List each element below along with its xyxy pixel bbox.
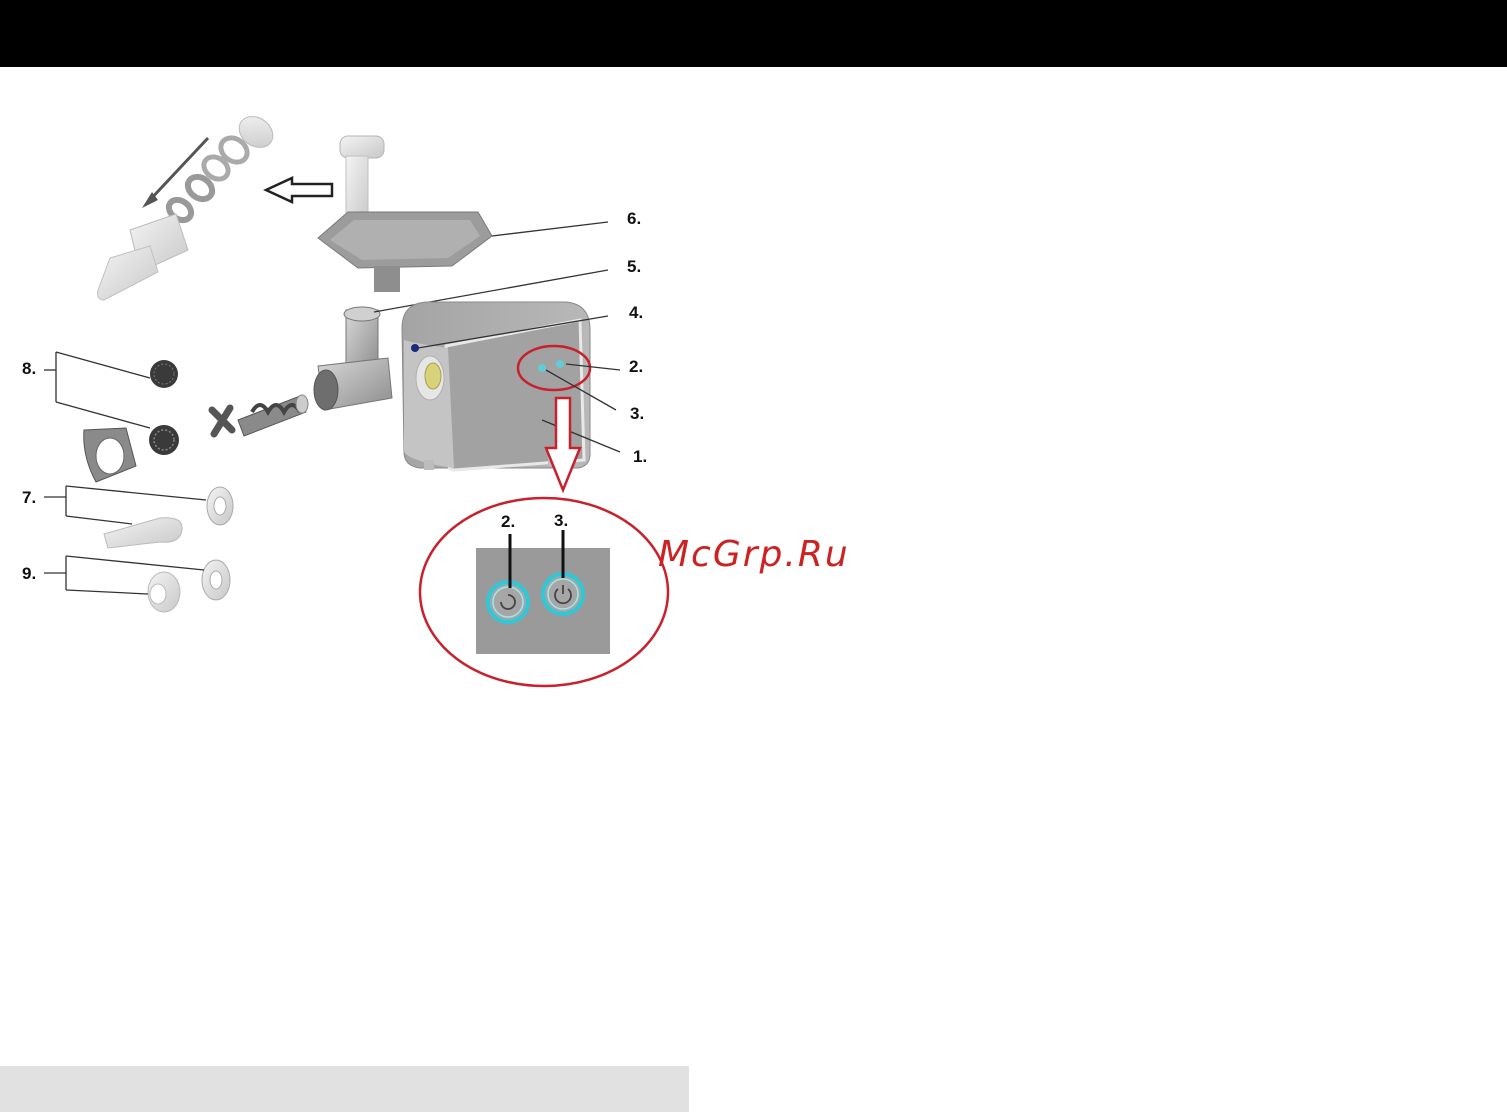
food-pusher: [340, 136, 384, 222]
callout-6: 6.: [627, 209, 641, 228]
callout-5: 5.: [627, 257, 641, 276]
reverse-button: [488, 582, 528, 622]
kebbe-rings: [44, 556, 230, 612]
header-bar: [0, 0, 1507, 67]
sausage-attachment: [44, 486, 233, 548]
zoom-callout-3: 3.: [554, 511, 568, 530]
zoom-callout-2: 2.: [501, 512, 515, 531]
power-button: [543, 574, 583, 614]
callout-4: 4.: [629, 303, 643, 322]
callout-3: 3.: [630, 404, 644, 423]
callout-8: 8.: [22, 359, 36, 378]
food-tray: [318, 212, 608, 292]
watermark: McGrp.Ru: [658, 534, 850, 575]
callout-7: 7.: [22, 488, 36, 507]
callout-9: 9.: [22, 564, 36, 583]
auger-and-knife: [212, 395, 308, 436]
kebbe-attachment-assembly: [98, 110, 279, 300]
footer-bar: [0, 1066, 689, 1112]
motor-body: [402, 302, 620, 470]
grinding-discs: [44, 352, 179, 482]
callout-1: 1.: [633, 447, 647, 466]
direction-arrow-line: [148, 138, 208, 202]
end-cap: [233, 110, 279, 154]
callout-2: 2.: [629, 357, 643, 376]
kebbe-nozzle: [98, 246, 158, 300]
assembly-arrow-icon: [266, 178, 332, 202]
control-panel-zoom: [420, 498, 668, 686]
